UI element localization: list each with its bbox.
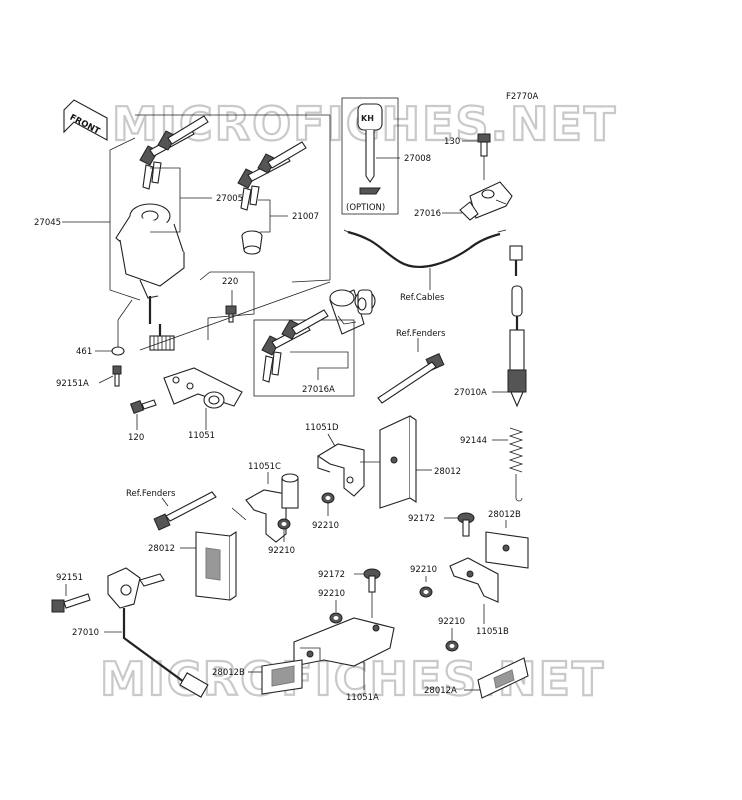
screw-icon	[363, 568, 381, 593]
label-11051C: 11051C	[248, 462, 281, 472]
label-27016: 27016	[414, 209, 441, 219]
label-92172-a: 92172	[408, 514, 435, 524]
label-27045: 27045	[34, 218, 61, 228]
rubber-pad-icon	[477, 657, 529, 699]
ignition-switch-icon	[115, 115, 209, 351]
label-27016A: 27016A	[302, 385, 335, 395]
side-stand-switch-icon	[107, 567, 209, 698]
nut-icon	[277, 518, 291, 530]
ref-fenders-bottom: Ref.Fenders	[126, 489, 176, 499]
long-bolt-icon	[153, 491, 217, 531]
label-92144: 92144	[460, 436, 487, 446]
label-220: 220	[222, 277, 238, 287]
label-11051B: 11051B	[476, 627, 509, 637]
label-130: 130	[444, 137, 460, 147]
spring-icon	[508, 427, 524, 502]
label-92210-c: 92210	[410, 565, 437, 575]
label-27010A: 27010A	[454, 388, 487, 398]
label-28012-lower: 28012	[148, 544, 175, 554]
bolt-icon	[129, 399, 157, 415]
rubber-pad-icon	[261, 659, 303, 695]
label-27005: 27005	[216, 194, 243, 204]
label-92210-b: 92210	[268, 546, 295, 556]
svg-text:KH: KH	[361, 114, 374, 123]
nut-icon	[445, 640, 459, 652]
diagram-id: F2770A	[506, 92, 539, 102]
small-screw-icon	[225, 305, 237, 323]
label-11051: 11051	[188, 431, 215, 441]
label-27008: 27008	[404, 154, 431, 164]
label-120: 120	[128, 433, 144, 443]
label-27010: 27010	[72, 628, 99, 638]
label-28012-upper: 28012	[434, 467, 461, 477]
label-28012A: 28012A	[424, 686, 457, 696]
label-28012B-lower: 28012B	[212, 668, 245, 678]
bracket-c-icon	[245, 473, 299, 543]
label-28012B-upper: 28012B	[488, 510, 521, 520]
label-92210-a: 92210	[312, 521, 339, 531]
key-pair-icon	[261, 309, 329, 383]
nut-icon	[329, 612, 343, 624]
label-461: 461	[76, 347, 92, 357]
label-21007: 21007	[292, 212, 319, 222]
nut-icon	[419, 586, 433, 598]
rubber-pad-icon	[485, 531, 529, 569]
label-92151A: 92151A	[56, 379, 89, 389]
rubber-pad-icon	[379, 415, 417, 509]
long-bolt-icon	[377, 353, 445, 404]
option-key-box: KH (OPTION)	[341, 97, 399, 215]
label-92151: 92151	[56, 573, 83, 583]
nut-icon	[321, 492, 335, 504]
key-blank-icon	[237, 141, 307, 255]
front-arrow-icon: FRONT	[63, 99, 108, 141]
ref-cables: Ref.Cables	[400, 293, 445, 303]
cable-icon	[343, 229, 507, 268]
screw-icon	[457, 512, 475, 537]
label-11051A: 11051A	[346, 693, 379, 703]
label-92210-e: 92210	[438, 617, 465, 627]
label-11051D: 11051D	[305, 423, 339, 433]
bracket-d-icon	[316, 443, 365, 497]
bracket-b-icon	[449, 557, 499, 603]
main-bracket-icon	[163, 367, 243, 409]
lock-bracket-icon	[459, 181, 513, 221]
bolt-icon	[112, 365, 122, 387]
washer-icon	[111, 346, 125, 356]
label-92210-d: 92210	[318, 589, 345, 599]
label-92172-b: 92172	[318, 570, 345, 580]
seat-lock-icon	[329, 289, 376, 335]
option-label: (OPTION)	[346, 203, 385, 213]
rubber-pad-icon	[195, 530, 237, 601]
bolt-icon	[51, 593, 91, 613]
ref-fenders-top: Ref.Fenders	[396, 329, 446, 339]
stop-switch-icon	[507, 245, 527, 408]
